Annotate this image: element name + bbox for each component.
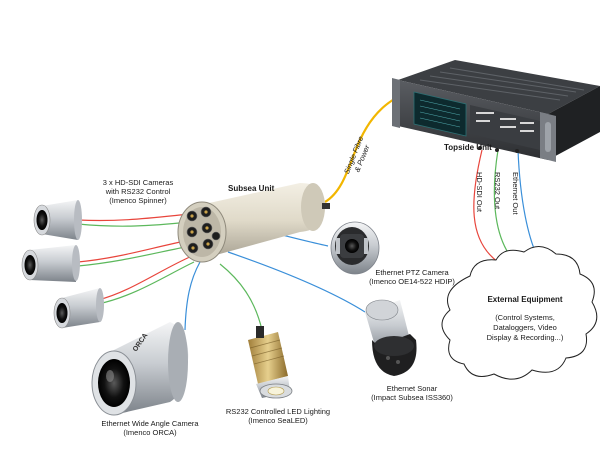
subsea-unit bbox=[177, 183, 330, 263]
fibre-cable bbox=[324, 90, 411, 203]
hdsdi-camera-3 bbox=[53, 288, 104, 329]
led-lighting-label-line-1: RS232 Controlled LED Lighting bbox=[225, 407, 331, 416]
led-lighting-label-line-2: (Imenco SeaLED) bbox=[248, 416, 308, 425]
external-equipment-desc-line-1: (Control Systems, bbox=[495, 313, 555, 322]
camera2-rs232-cable bbox=[77, 245, 191, 267]
led-rs232-cable bbox=[219, 263, 263, 331]
hdsdi-out-cable bbox=[473, 149, 499, 263]
hdsdi-cameras-label-line-3: (Imenco Spinner) bbox=[109, 196, 167, 205]
external-equipment-desc: (Control Systems, Dataloggers, Video Dis… bbox=[470, 313, 580, 343]
ethernet-out-cable bbox=[517, 149, 541, 263]
hdsdi-cameras-label-line-2: with RS232 Control bbox=[105, 187, 171, 196]
ptz-camera bbox=[330, 221, 380, 275]
camera1-hdsdi-cable bbox=[77, 213, 191, 222]
hdsdi-cameras-label-line-1: 3 x HD-SDI Cameras bbox=[102, 178, 174, 187]
ptz-camera-label: Ethernet PTZ Camera (Imenco OE14-522 HDI… bbox=[356, 268, 468, 286]
sonar-ethernet-cable bbox=[227, 251, 366, 313]
led-light bbox=[248, 326, 293, 399]
sonar-label: Ethernet Sonar (Impact Subsea ISS360) bbox=[362, 384, 462, 402]
camera1-rs232-cable bbox=[77, 221, 191, 227]
hdsdi-camera-1 bbox=[33, 200, 82, 240]
wide-angle-camera-label-line-2: (Imenco ORCA) bbox=[123, 428, 177, 437]
topside-unit-label: Topside Unit bbox=[444, 143, 492, 152]
wide-angle-camera: ORCA bbox=[91, 322, 189, 416]
ptz-camera-label-line-1: Ethernet PTZ Camera bbox=[375, 268, 449, 277]
topside-unit bbox=[392, 60, 600, 162]
wide-angle-camera-label-line-1: Ethernet Wide Angle Camera bbox=[101, 419, 199, 428]
external-equipment-desc-line-2: Dataloggers, Video bbox=[493, 323, 557, 332]
ethernet-out-label: Ethernet Out bbox=[511, 172, 520, 215]
sonar-label-line-1: Ethernet Sonar bbox=[386, 384, 438, 393]
external-equipment-cloud bbox=[441, 246, 598, 380]
external-equipment-title: External Equipment bbox=[487, 295, 563, 304]
camera3-rs232-cable bbox=[97, 261, 195, 305]
sonar-label-line-2: (Impact Subsea ISS360) bbox=[371, 393, 453, 402]
external-equipment-desc-line-3: Display & Recording...) bbox=[486, 333, 564, 342]
wide-angle-camera-label: Ethernet Wide Angle Camera (Imenco ORCA) bbox=[88, 419, 212, 437]
hdsdi-camera-2 bbox=[21, 245, 80, 282]
ptz-camera-label-line-2: (Imenco OE14-522 HDIP) bbox=[369, 277, 455, 286]
subsea-unit-label: Subsea Unit bbox=[228, 184, 275, 193]
hdsdi-cameras-label: 3 x HD-SDI Cameras with RS232 Control (I… bbox=[88, 178, 188, 205]
wide-camera-ethernet-cable bbox=[184, 261, 201, 331]
rs232-out-label: RS232 Out bbox=[493, 172, 502, 210]
hdsdi-out-label: HD-SDI Out bbox=[475, 172, 484, 213]
sonar bbox=[365, 299, 417, 376]
led-lighting-label: RS232 Controlled LED Lighting (Imenco Se… bbox=[212, 407, 344, 425]
camera2-hdsdi-cable bbox=[77, 239, 191, 263]
camera3-hdsdi-cable bbox=[97, 255, 193, 301]
